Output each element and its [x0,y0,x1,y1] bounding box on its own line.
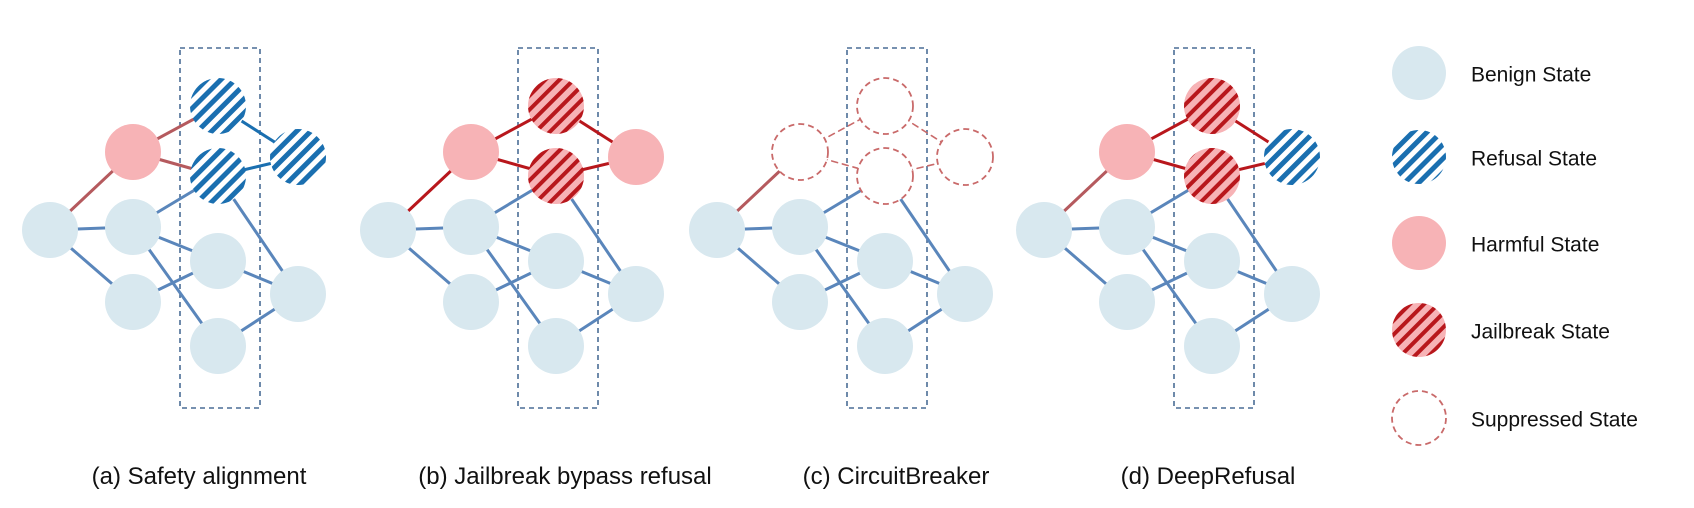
refusal-state-swatch [1392,130,1446,184]
refusal-state-node [270,129,326,185]
legend-label-suppressed: Suppressed State [1471,409,1638,432]
suppressed-state-swatch [1391,390,1447,446]
harmful-state-node [443,124,499,180]
legend-item-suppressed: Suppressed State [1391,390,1638,446]
benign-state-node [857,233,913,289]
caption-jailbreak-bypass-refusal: (b) Jailbreak bypass refusal [418,463,711,490]
layer-highlight-box [179,47,261,409]
jailbreak-state-node [528,78,584,134]
jailbreak-state-node [1184,148,1240,204]
harmful-state-swatch [1392,216,1446,270]
refusal-state-node [1264,129,1320,185]
benign-state-node [190,318,246,374]
benign-state-node [528,233,584,289]
legend-item-jailbreak: Jailbreak State [1392,303,1610,357]
refusal-state-node [190,148,246,204]
legend-label-refusal: Refusal State [1471,148,1597,171]
legend-label-jailbreak: Jailbreak State [1471,321,1610,344]
benign-state-node [772,199,828,255]
suppressed-state-node [856,147,914,205]
suppressed-state-node [771,123,829,181]
legend-item-harmful: Harmful State [1392,216,1599,270]
benign-state-swatch [1392,46,1446,100]
benign-state-node [1264,266,1320,322]
panel-jailbreak-bypass-refusal [360,47,664,409]
layer-highlight-box [1173,47,1255,409]
jailbreak-state-node [528,148,584,204]
benign-state-node [608,266,664,322]
panel-safety-alignment [22,47,326,409]
legend-label-benign: Benign State [1471,64,1591,87]
layer-highlight-box [517,47,599,409]
refusal-state-node [190,78,246,134]
caption-safety-alignment: (a) Safety alignment [92,463,307,490]
benign-state-node [1184,318,1240,374]
benign-state-node [1099,274,1155,330]
panel-deeprefusal [1016,47,1320,409]
jailbreak-state-swatch [1392,303,1446,357]
legend-item-refusal: Refusal State [1392,130,1597,184]
legend: Benign State Refusal State Harmful State… [1391,46,1638,446]
benign-state-node [270,266,326,322]
suppressed-state-node [856,77,914,135]
benign-state-node [360,202,416,258]
harmful-state-node [105,124,161,180]
benign-state-node [1184,233,1240,289]
benign-state-node [1099,199,1155,255]
caption-deeprefusal: (d) DeepRefusal [1121,463,1296,490]
benign-state-node [689,202,745,258]
legend-label-harmful: Harmful State [1471,234,1599,257]
benign-state-node [528,318,584,374]
benign-state-node [22,202,78,258]
benign-state-node [105,199,161,255]
benign-state-node [1016,202,1072,258]
benign-state-node [190,233,246,289]
jailbreak-state-node [1184,78,1240,134]
layer-highlight-box [846,47,928,409]
benign-state-node [857,318,913,374]
harmful-state-node [1099,124,1155,180]
panel-circuitbreaker [689,47,994,409]
benign-state-node [443,274,499,330]
benign-state-node [443,199,499,255]
benign-state-node [105,274,161,330]
benign-state-node [772,274,828,330]
suppressed-state-node [936,128,994,186]
harmful-state-node [608,129,664,185]
caption-circuitbreaker: (c) CircuitBreaker [803,463,990,490]
benign-state-node [937,266,993,322]
legend-item-benign: Benign State [1392,46,1591,100]
